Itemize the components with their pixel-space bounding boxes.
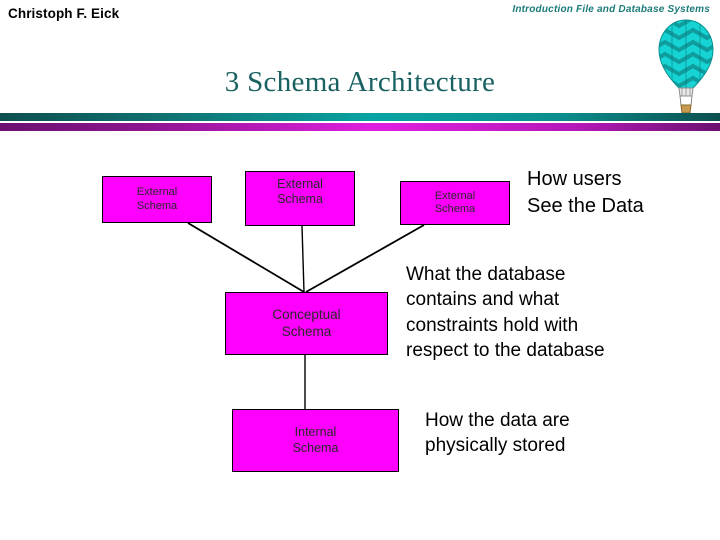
- note-line2: physically stored: [425, 435, 566, 457]
- note-line2: See the Data: [527, 194, 644, 217]
- box-label-line1: Internal: [294, 425, 337, 440]
- box-label-line1: Conceptual: [272, 307, 341, 323]
- box-label-line1: External: [277, 177, 323, 191]
- note-how-data-stored: How the data are physically stored: [425, 408, 570, 459]
- note-how-users-see-data: How users See the Data: [527, 166, 644, 219]
- box-label-line2: Schema: [136, 199, 178, 212]
- box-external-schema-1[interactable]: External Schema: [102, 176, 212, 223]
- note-line4: respect to the database: [406, 339, 605, 361]
- connector-external2-conceptual: [301, 225, 305, 293]
- hot-air-balloon-icon: [658, 19, 714, 114]
- box-label-line2: Schema: [292, 440, 339, 455]
- course-name: Introduction File and Database Systems: [512, 4, 710, 15]
- divider-bar-teal: [0, 113, 720, 121]
- box-label-line1: External: [136, 186, 178, 199]
- note-line1: How users: [527, 168, 622, 190]
- box-label-line1: External: [434, 189, 476, 202]
- box-label-line2: Schema: [281, 323, 332, 339]
- note-what-database-contains: What the database contains and what cons…: [406, 262, 605, 363]
- box-label-line2: Schema: [434, 203, 476, 215]
- note-line3: constraints hold with: [406, 314, 579, 336]
- box-external-schema-2[interactable]: External Schema: [245, 171, 355, 226]
- author-name: Christoph F. Eick: [8, 6, 120, 21]
- box-internal-schema[interactable]: Internal Schema: [232, 409, 399, 472]
- divider-bar-white: [0, 121, 720, 123]
- box-conceptual-schema[interactable]: Conceptual Schema: [225, 292, 388, 355]
- box-label-line2: Schema: [277, 192, 323, 207]
- note-line1: What the database: [406, 264, 566, 285]
- page-title: 3 Schema Architecture: [224, 66, 496, 98]
- note-line2: contains and what: [406, 289, 560, 311]
- divider-bar-magenta: [0, 123, 720, 131]
- box-external-schema-3[interactable]: External Schema: [400, 181, 510, 225]
- note-line1: How the data are: [425, 410, 570, 431]
- connector-external1-conceptual: [187, 222, 305, 293]
